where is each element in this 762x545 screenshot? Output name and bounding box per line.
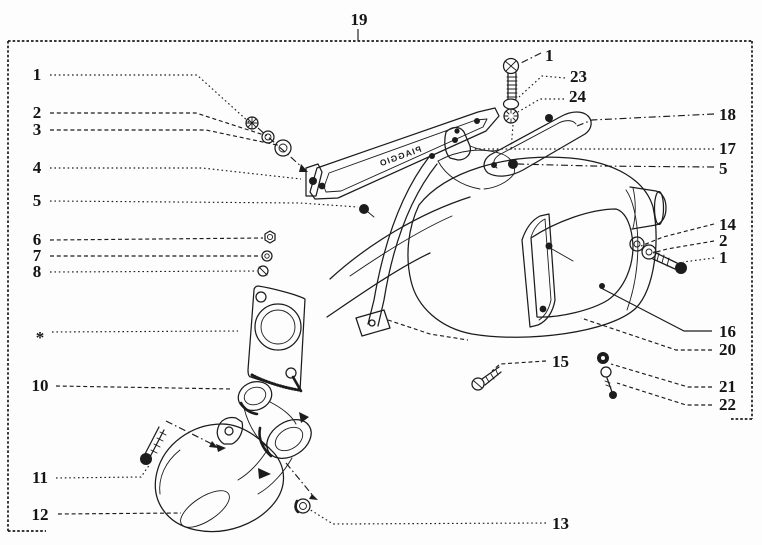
callout-2-20: 2 bbox=[719, 231, 728, 250]
callout-7-6: 7 bbox=[33, 246, 42, 265]
rear-heat-shield bbox=[483, 111, 592, 177]
callout-18-16: 18 bbox=[719, 105, 736, 124]
callout-11-10: 11 bbox=[32, 468, 48, 487]
leader-line-23-14 bbox=[518, 75, 566, 98]
leader-line-24-15 bbox=[517, 98, 564, 113]
shield-screw-5-right bbox=[508, 159, 518, 169]
fasteners-21-22 bbox=[597, 352, 617, 399]
callout-1-0: 1 bbox=[33, 65, 42, 84]
leader-line-13-27 bbox=[308, 508, 547, 525]
leader-line-11-10 bbox=[55, 463, 151, 479]
callout-13-27: 13 bbox=[552, 514, 569, 533]
leader-line-18-16 bbox=[576, 113, 715, 127]
washer-23 bbox=[502, 98, 520, 110]
leader-line-6-5 bbox=[49, 237, 264, 241]
tail-pipe bbox=[629, 186, 667, 230]
callout-layer: 12345678*1011121912324181751421162021221… bbox=[32, 10, 737, 533]
muffler-body bbox=[407, 149, 657, 338]
callout-20-23: 20 bbox=[719, 340, 736, 359]
end-bolt-set bbox=[629, 236, 687, 274]
leader-line-2-20 bbox=[652, 240, 715, 254]
callout-1-21: 1 bbox=[719, 248, 728, 267]
callout-5-18: 5 bbox=[719, 159, 728, 178]
shield-screw bbox=[309, 177, 317, 185]
leader-line-22-25 bbox=[616, 382, 712, 406]
leader-line-2-1 bbox=[50, 112, 265, 136]
front-pipe bbox=[154, 423, 285, 533]
leader-line-4-3 bbox=[50, 167, 302, 180]
leader-line-16-22 bbox=[600, 287, 712, 332]
callout-8-7: 8 bbox=[33, 262, 42, 281]
leader-line-20-23 bbox=[580, 317, 712, 351]
leader-line-5-4 bbox=[49, 200, 359, 208]
callout-23-14: 23 bbox=[570, 67, 587, 86]
bolt-11 bbox=[140, 420, 218, 465]
callout-*-8: * bbox=[36, 328, 45, 347]
leader-line-15-26 bbox=[491, 360, 547, 372]
leader-line-5-18 bbox=[517, 163, 715, 168]
leader-line-10-9 bbox=[55, 385, 233, 390]
callout-22-25: 22 bbox=[719, 395, 736, 414]
exhaust-assembly-drawing: PIAGGIO bbox=[140, 57, 687, 533]
clamp-lug bbox=[216, 416, 244, 452]
fastener-stack-678 bbox=[257, 230, 276, 277]
leader-line-1-0 bbox=[50, 74, 251, 124]
inlet-pipe bbox=[326, 196, 471, 318]
side-cover bbox=[530, 208, 634, 318]
diagram-border bbox=[7, 40, 753, 532]
manifold-flange bbox=[237, 401, 312, 495]
callout-12-11: 12 bbox=[32, 505, 49, 524]
callout-6-5: 6 bbox=[33, 230, 42, 249]
callout-15-26: 15 bbox=[552, 352, 569, 371]
leader-line-8-7 bbox=[49, 270, 258, 273]
top-mounting-bolt bbox=[502, 57, 520, 151]
callout-3-2: 3 bbox=[33, 120, 42, 139]
callout-4-3: 4 bbox=[33, 158, 42, 177]
callout-17-17: 17 bbox=[719, 139, 737, 158]
washer-stack bbox=[245, 116, 308, 172]
nut-13 bbox=[285, 462, 318, 514]
callout-5-4: 5 bbox=[33, 191, 42, 210]
callout-19-12: 19 bbox=[351, 10, 368, 29]
leader-line-21-24 bbox=[610, 363, 712, 388]
leader-line-3-2 bbox=[50, 129, 278, 146]
leader-line-*-8 bbox=[51, 330, 239, 333]
callout-14-19: 14 bbox=[719, 215, 737, 234]
shield-screw bbox=[545, 114, 553, 122]
leader-line-1-21 bbox=[682, 257, 715, 263]
callout-2-1: 2 bbox=[33, 103, 42, 122]
callout-21-24: 21 bbox=[719, 377, 736, 396]
screw-15 bbox=[471, 366, 502, 391]
shield-screw-5-left bbox=[359, 204, 375, 218]
cover-trim bbox=[521, 213, 556, 328]
leader-line-14-19 bbox=[640, 223, 715, 247]
mounting-strap bbox=[355, 153, 469, 341]
callout-10-9: 10 bbox=[32, 376, 49, 395]
callout-16-22: 16 bbox=[719, 322, 736, 341]
callout-1-13: 1 bbox=[545, 46, 554, 65]
clamp-ring bbox=[237, 380, 273, 416]
leader-line-1-13 bbox=[518, 52, 542, 65]
callout-24-15: 24 bbox=[569, 87, 587, 106]
leader-line-12-11 bbox=[57, 512, 182, 515]
exhaust-flange bbox=[247, 285, 306, 393]
